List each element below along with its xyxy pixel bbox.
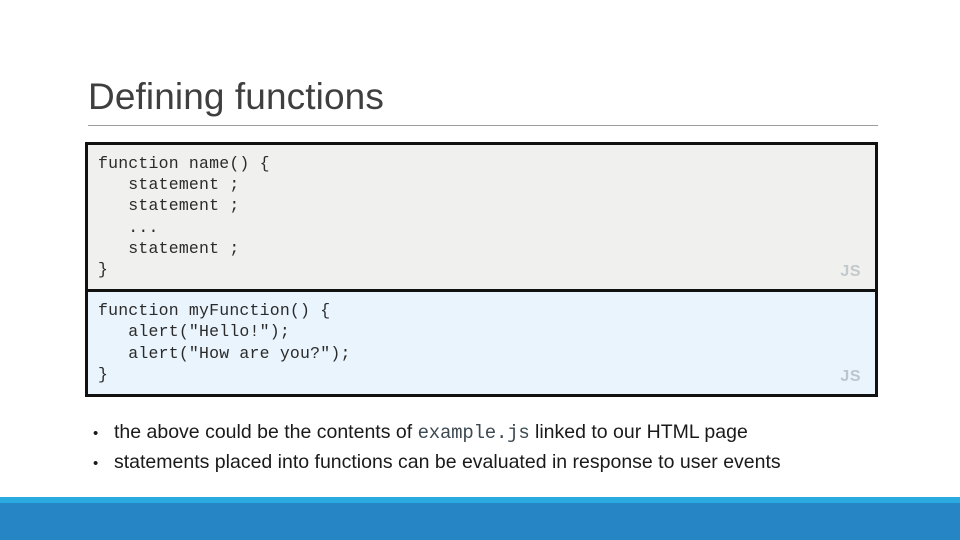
footer-accent-dark (0, 503, 960, 540)
title-area: Defining functions (88, 76, 878, 126)
language-badge-js: JS (840, 263, 861, 281)
list-item-text-after: linked to our HTML page (529, 421, 748, 443)
bullet-marker-icon: • (93, 425, 99, 442)
code-block-example-myfunction: function myFunction() { alert("Hello!");… (88, 289, 875, 395)
list-item: • statements placed into functions can b… (88, 448, 888, 478)
code-block-stack: function name() { statement ; statement … (85, 142, 878, 398)
list-item-text: the above could be the contents of examp… (114, 418, 888, 448)
bullet-marker-icon: • (93, 455, 99, 472)
bullet-list: • the above could be the contents of exa… (88, 418, 888, 478)
code-block-syntax-template: function name() { statement ; statement … (88, 145, 875, 290)
inline-code-filename: example.js (417, 422, 530, 444)
code-line: function myFunction() { (98, 301, 331, 321)
code-line: statement ; (98, 196, 240, 216)
page-title: Defining functions (88, 76, 384, 117)
list-item-text: statements placed into functions can be … (114, 448, 888, 477)
code-line: ... (98, 217, 159, 237)
code-line: statement ; (98, 175, 240, 195)
list-item-text-before: the above could be the contents of (114, 421, 418, 443)
code-line: alert("Hello!"); (98, 322, 290, 342)
language-badge-js: JS (840, 368, 861, 386)
code-line: statement ; (98, 238, 240, 258)
code-line: function name() { (98, 154, 270, 173)
footer-accent-light (0, 497, 960, 503)
title-divider (88, 124, 878, 126)
code-line: alert("How are you?"); (98, 343, 351, 363)
list-item: • the above could be the contents of exa… (88, 418, 888, 448)
list-item-text-before: statements placed into functions can be … (114, 451, 781, 473)
code-line: } (98, 364, 109, 384)
code-line: } (98, 260, 109, 280)
